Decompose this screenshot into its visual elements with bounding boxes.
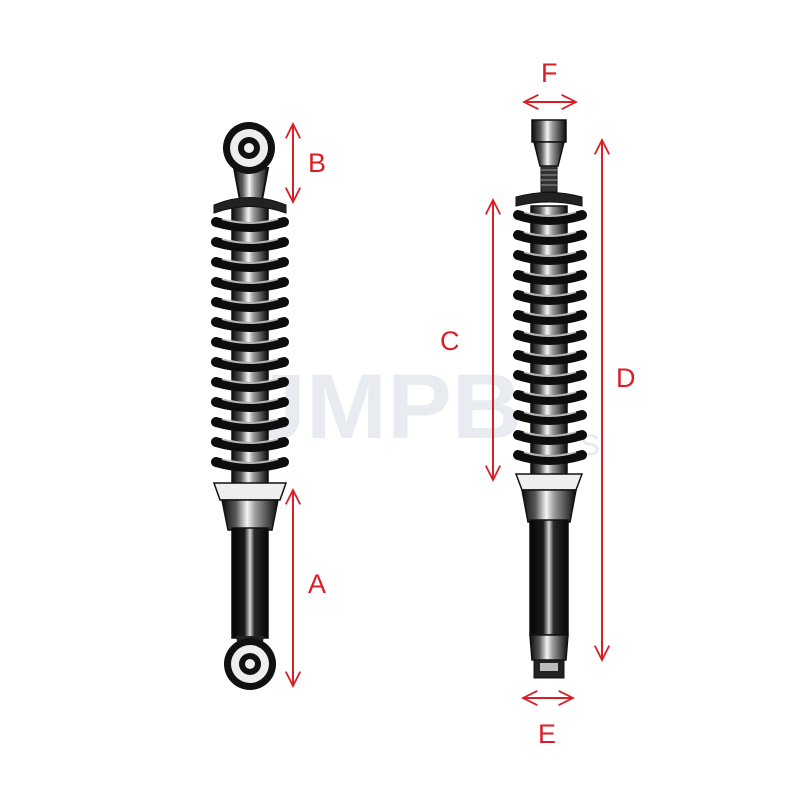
left-lower-body xyxy=(231,527,269,639)
left-bottom-eye xyxy=(224,636,276,690)
watermark: JMPB S xyxy=(252,356,600,462)
left-coil-spring xyxy=(211,217,289,472)
label-c: C xyxy=(440,326,460,356)
left-top-eye xyxy=(223,122,275,201)
label-d: D xyxy=(616,363,636,393)
left-upper-spring-seat xyxy=(213,197,287,214)
right-lower-spring-seat xyxy=(514,473,584,491)
left-lower-spring-seat xyxy=(212,482,288,501)
dimension-markers xyxy=(293,102,602,698)
label-f: F xyxy=(541,58,558,88)
right-lower-body xyxy=(529,519,569,636)
right-shock-absorber xyxy=(513,119,587,679)
left-shock-absorber xyxy=(211,122,289,690)
dimension-labels: A B C D E F xyxy=(308,58,636,749)
right-top-stud xyxy=(531,119,567,193)
right-bottom-mount xyxy=(529,634,569,679)
right-coil-spring xyxy=(513,210,587,465)
label-b: B xyxy=(308,148,326,178)
watermark-logo-text: JMPB xyxy=(252,356,522,458)
label-a: A xyxy=(308,569,326,599)
label-e: E xyxy=(538,719,556,749)
